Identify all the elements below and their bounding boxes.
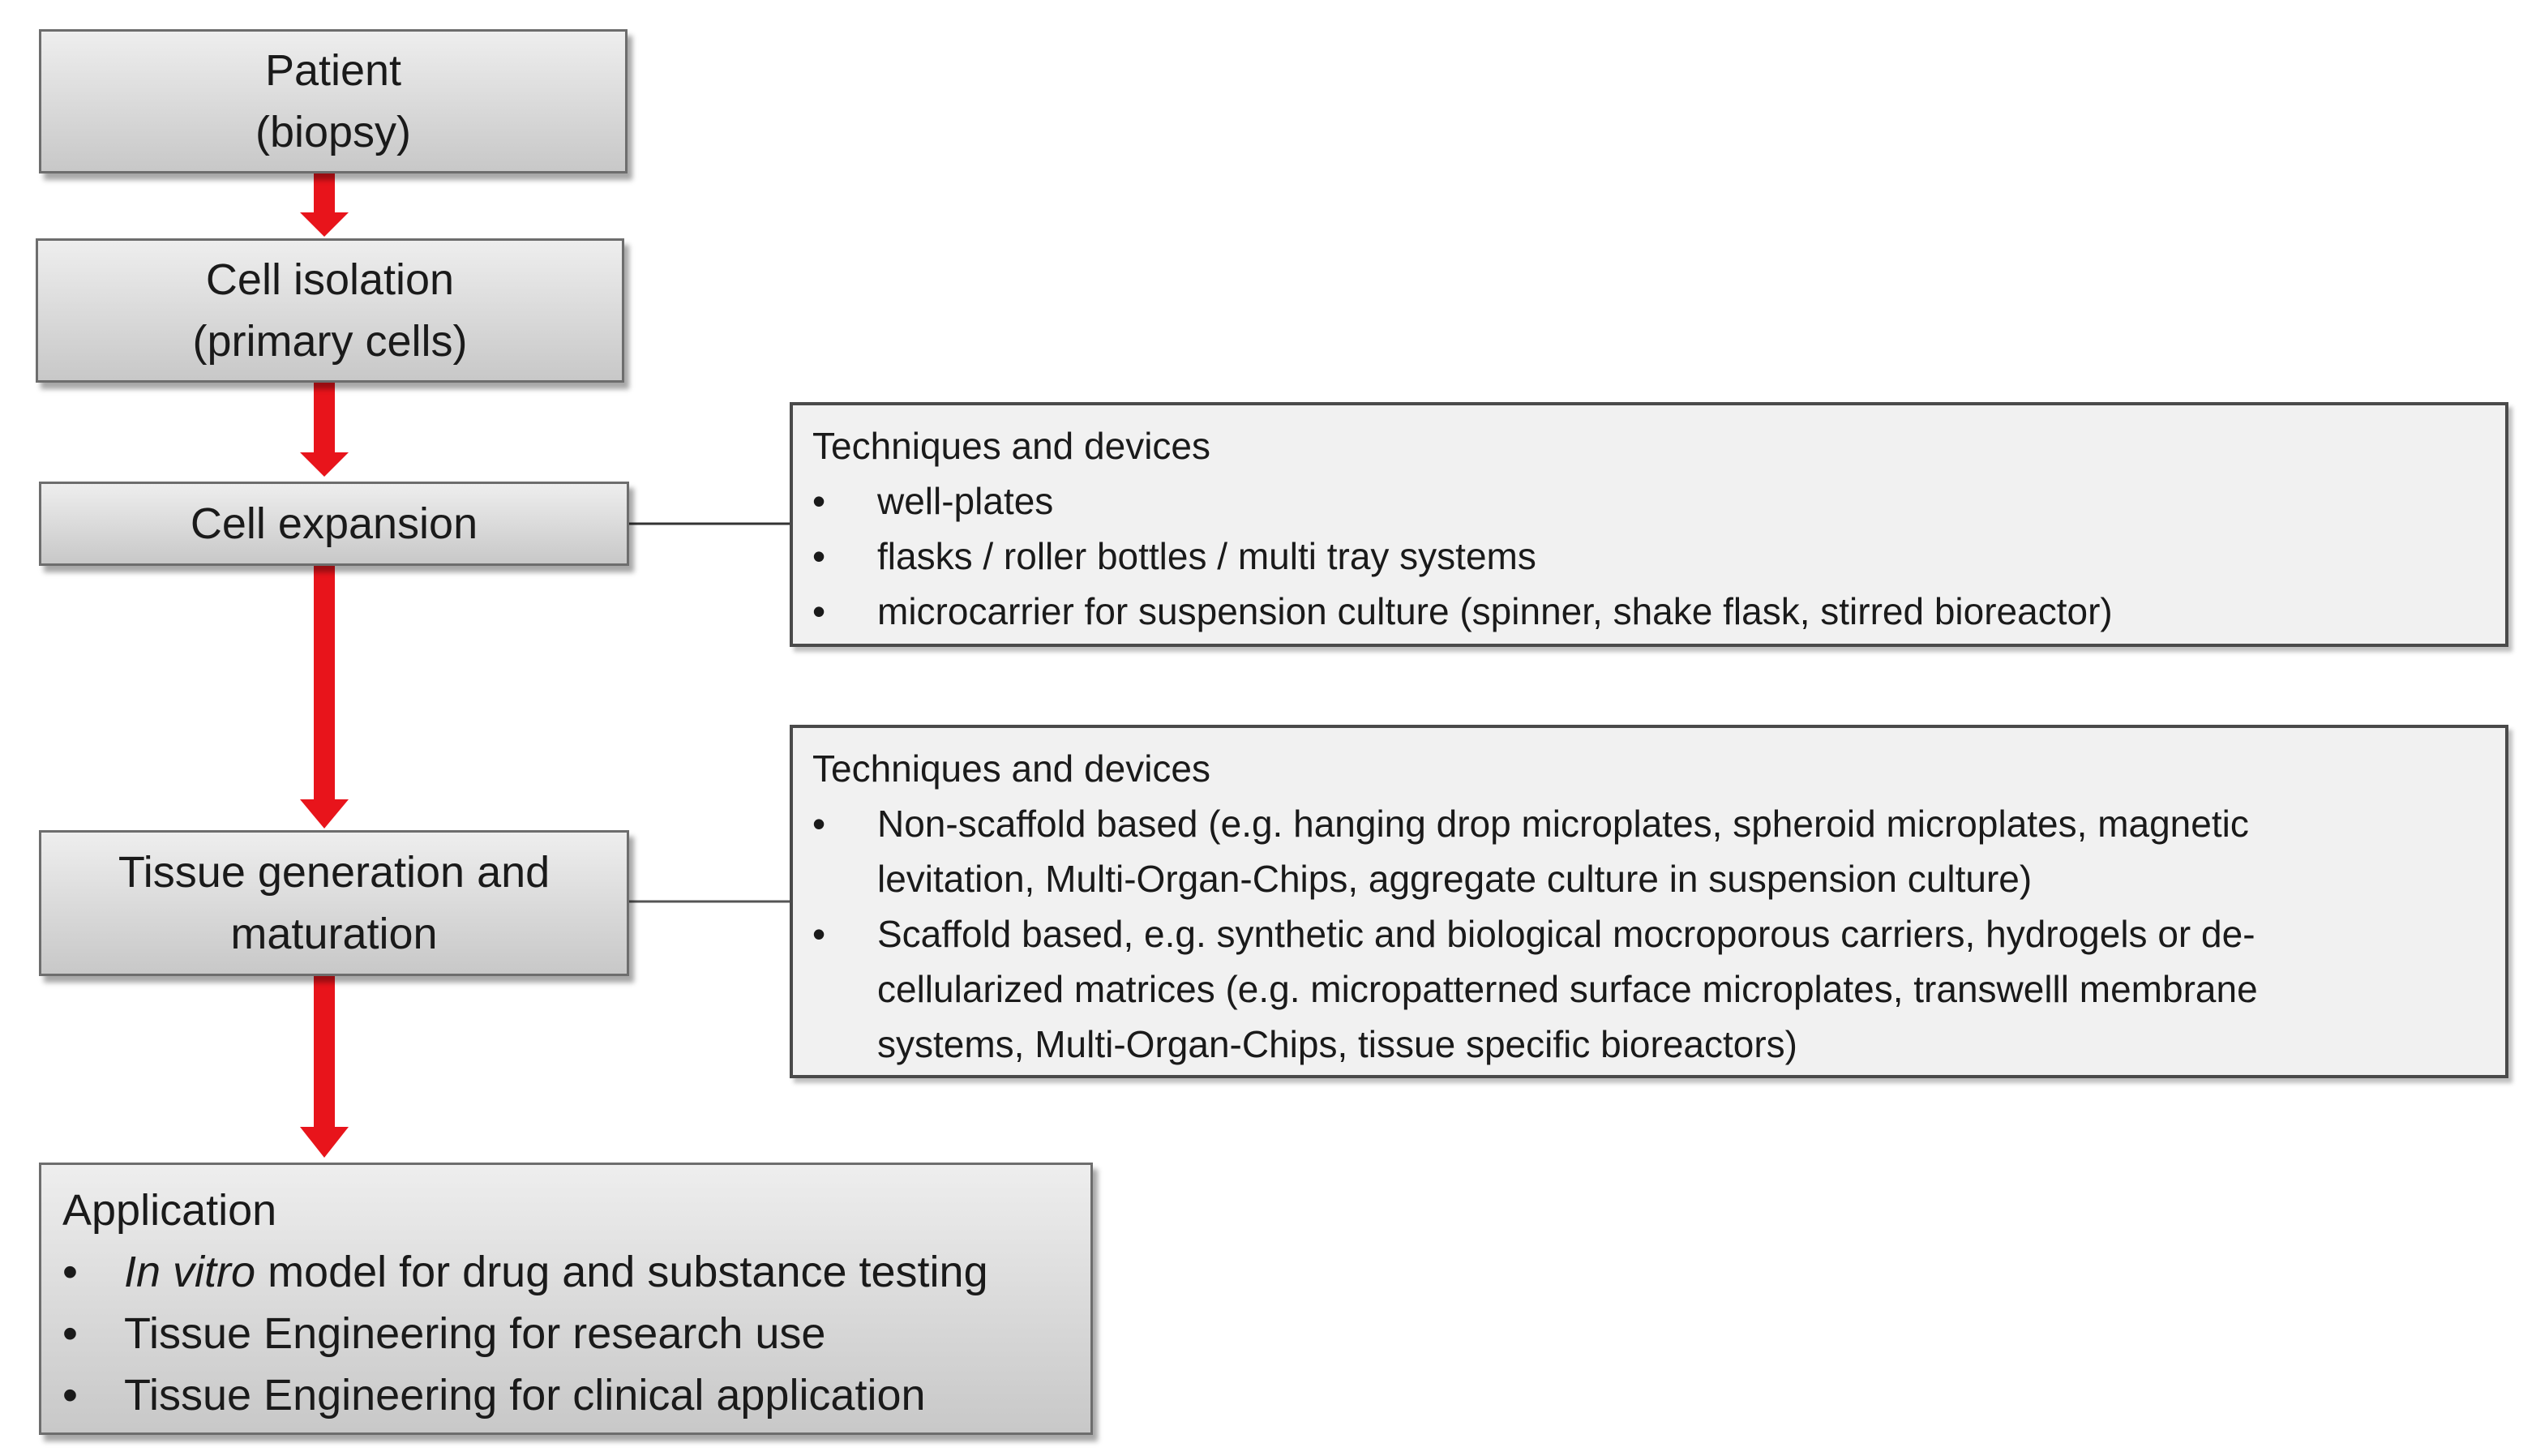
step-patient-line2: (biopsy)	[255, 108, 412, 156]
expansion-techniques-list: • well-plates • flasks / roller bottles …	[812, 473, 2486, 639]
list-item-line: Non-scaffold based (e.g. hanging drop mi…	[877, 803, 2249, 845]
bullet-icon: •	[62, 1309, 78, 1358]
bullet-icon: •	[812, 590, 826, 632]
step-cell-expansion: Cell expansion	[39, 482, 629, 566]
tissue-techniques-box: Techniques and devices • Non-scaffold ba…	[790, 725, 2508, 1078]
application-list: • In vitro model for drug and substance …	[62, 1241, 1069, 1426]
list-item: • In vitro model for drug and substance …	[62, 1241, 1069, 1303]
arrow-patient-to-isolation	[300, 173, 349, 237]
step-cell-expansion-label: Cell expansion	[190, 499, 478, 548]
list-item-line: systems, Multi-Organ-Chips, tissue speci…	[877, 1023, 1797, 1065]
list-item: • Tissue Engineering for research use	[62, 1303, 1069, 1364]
list-item-text: flasks / roller bottles / multi tray sys…	[877, 535, 1536, 577]
bullet-icon: •	[812, 480, 826, 522]
list-item-line: Scaffold based, e.g. synthetic and biolo…	[877, 913, 2255, 955]
step-tissue-generation: Tissue generation and maturation	[39, 830, 629, 976]
step-patient-line1: Patient	[264, 46, 402, 95]
expansion-techniques-box: Techniques and devices • well-plates • f…	[790, 402, 2508, 647]
list-item: • Tissue Engineering for clinical applic…	[62, 1364, 1069, 1426]
list-item: • Scaffold based, e.g. synthetic and bio…	[812, 906, 2486, 1072]
list-item-line: cellularized matrices (e.g. micropattern…	[877, 968, 2258, 1010]
list-item-text: Tissue Engineering for clinical applicat…	[124, 1371, 926, 1420]
tissue-techniques-title: Techniques and devices	[812, 747, 1210, 790]
list-item: • well-plates	[812, 473, 2486, 529]
arrow-tissue-to-application	[300, 976, 349, 1158]
step-tissue-generation-line2: maturation	[230, 910, 438, 958]
step-patient: Patient (biopsy)	[39, 29, 628, 173]
bullet-icon: •	[812, 913, 826, 955]
arrow-isolation-to-expansion	[300, 383, 349, 477]
list-item: • microcarrier for suspension culture (s…	[812, 584, 2486, 639]
list-item: • Non-scaffold based (e.g. hanging drop …	[812, 796, 2486, 906]
list-item-line: levitation, Multi-Organ-Chips, aggregate…	[877, 858, 2033, 900]
list-item-text: well-plates	[877, 480, 1054, 522]
step-cell-isolation-line1: Cell isolation	[205, 255, 455, 304]
bullet-icon: •	[812, 535, 826, 577]
application-box: Application • In vitro model for drug an…	[39, 1163, 1093, 1435]
tissue-techniques-list: • Non-scaffold based (e.g. hanging drop …	[812, 796, 2486, 1072]
list-item-text: model for drug and substance testing	[255, 1248, 988, 1296]
step-cell-isolation: Cell isolation (primary cells)	[36, 238, 624, 383]
application-title: Application	[62, 1186, 277, 1235]
list-item-text: Tissue Engineering for research use	[124, 1309, 826, 1358]
bullet-icon: •	[812, 803, 826, 845]
list-item: • flasks / roller bottles / multi tray s…	[812, 529, 2486, 584]
step-tissue-generation-line1: Tissue generation and	[118, 848, 550, 897]
bullet-icon: •	[62, 1248, 78, 1296]
list-item-text: microcarrier for suspension culture (spi…	[877, 590, 2113, 632]
step-cell-isolation-line2: (primary cells)	[192, 317, 468, 366]
bullet-icon: •	[62, 1371, 78, 1420]
arrow-expansion-to-tissue	[300, 566, 349, 829]
in-vitro-label: In vitro	[124, 1248, 256, 1296]
expansion-techniques-title: Techniques and devices	[812, 425, 1210, 467]
